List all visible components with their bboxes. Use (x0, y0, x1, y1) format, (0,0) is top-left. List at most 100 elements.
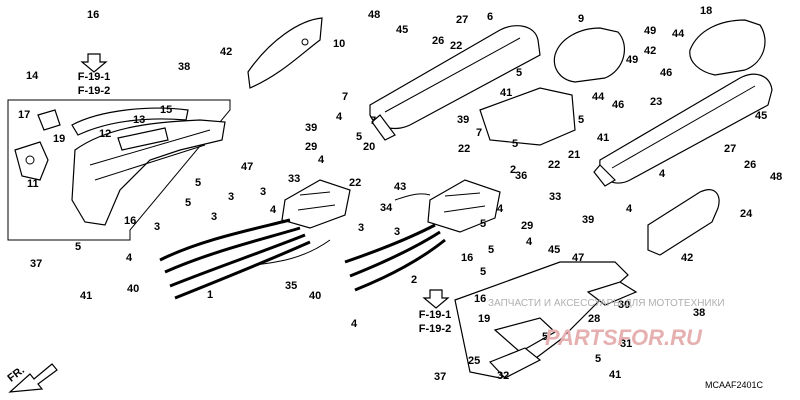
part-callout: 4 (126, 252, 133, 264)
part-callout: 49 (626, 54, 638, 66)
part-callout: 7 (370, 115, 376, 127)
part-callout: 26 (744, 159, 756, 171)
part-callout: 45 (396, 24, 408, 36)
heat-shield-center (479, 87, 576, 146)
part-callout: 48 (368, 9, 380, 21)
part-callout: 21 (568, 149, 580, 161)
part-callout: 15 (160, 104, 172, 116)
part-callout: 33 (549, 191, 561, 203)
section-reference: F-19-1 (419, 309, 451, 321)
part-callout: 36 (515, 170, 527, 182)
part-callout: 46 (612, 99, 624, 111)
part-callout: 41 (500, 87, 512, 99)
part-callout: 34 (380, 202, 393, 214)
reference-labels: F-19-1F-19-2F-19-1F-19-2 (78, 71, 451, 335)
part-callout: 23 (650, 96, 662, 108)
part-callout: 16 (124, 215, 136, 227)
end-cap-9 (553, 27, 626, 83)
part-callout: 37 (434, 371, 446, 383)
section-reference: F-19-1 (78, 71, 110, 83)
part-callout: 47 (572, 252, 584, 264)
part-callout: 5 (516, 67, 522, 79)
part-callout: 37 (30, 258, 42, 270)
left-bracket (14, 141, 49, 181)
part-callout: 48 (770, 171, 782, 183)
part-callout: 33 (288, 173, 300, 185)
part-callout: 38 (693, 307, 705, 319)
part-callout: 4 (626, 203, 633, 215)
part-callout: 39 (457, 114, 469, 126)
part-callout: 5 (480, 266, 486, 278)
part-callout: 40 (127, 283, 139, 295)
part-callout: 5 (75, 241, 81, 253)
part-callout: 4 (526, 236, 533, 248)
watermark-line: ЗАПЧАСТИ И АКСЕССУАРЫ ДЛЯ МОТОТЕХНИКИ (488, 298, 725, 309)
part-callout: 42 (681, 252, 693, 264)
part-callout: 45 (755, 110, 767, 122)
part-callout: 4 (336, 111, 343, 123)
part-callout: 41 (609, 369, 621, 381)
part-callout: 5 (195, 177, 201, 189)
section-reference: F-19-2 (78, 85, 110, 97)
o2-sensor-wire (254, 193, 431, 266)
part-callout: 46 (660, 67, 672, 79)
part-callout: 6 (487, 11, 493, 23)
ref-arrow-top (80, 53, 108, 73)
part-callout: 2 (510, 164, 516, 176)
part-callout: 42 (644, 45, 656, 57)
part-callout: 24 (740, 208, 753, 220)
heat-shield-24 (647, 189, 720, 256)
part-callout: 30 (618, 299, 630, 311)
part-callout: 4 (497, 203, 504, 215)
left-panel-frame (7, 99, 231, 241)
part-callout: 39 (582, 214, 594, 226)
part-callout: 25 (468, 355, 480, 367)
section-reference: F-19-2 (419, 323, 451, 335)
pipe-15 (71, 107, 189, 136)
part-callout: 16 (461, 252, 473, 264)
part-callout: 11 (27, 178, 39, 190)
part-callout: 22 (450, 40, 462, 52)
part-callout: 4 (659, 168, 666, 180)
watermark-logo: PARTSFOR.RU (545, 325, 703, 350)
part-callout: 3 (228, 191, 234, 203)
part-callout: 29 (305, 141, 317, 153)
part-callout: 16 (87, 9, 99, 21)
part-callout: 35 (285, 280, 297, 292)
front-direction-arrow (8, 363, 58, 393)
part-callout: 5 (185, 197, 191, 209)
part-callout: 5 (595, 353, 601, 365)
part-callout: 19 (53, 133, 65, 145)
left-heat-guard (71, 119, 226, 226)
muffler-left (369, 25, 541, 141)
part-callout: 43 (394, 181, 406, 193)
heat-shield-10 (247, 17, 323, 89)
part-callout: 5 (542, 331, 548, 343)
part-callout: 16 (474, 293, 486, 305)
pipe-13 (117, 127, 169, 151)
catalyst-right (427, 179, 501, 233)
part-callout: 20 (363, 141, 375, 153)
exhaust-pipe-2 (344, 223, 446, 292)
part-callout: 49 (644, 25, 656, 37)
part-callout: 3 (154, 221, 160, 233)
part-callout: 27 (724, 143, 736, 155)
clamp-17 (37, 109, 61, 131)
part-callout: 42 (220, 46, 232, 58)
part-callout: 29 (521, 220, 533, 232)
part-callout: 5 (356, 131, 362, 143)
part-callout: 40 (309, 290, 321, 302)
rear-bracket-assembly (454, 261, 638, 379)
part-callout: 17 (18, 109, 30, 121)
part-callout: 3 (358, 222, 364, 234)
part-callout: 5 (480, 218, 486, 230)
part-callout: 5 (488, 244, 494, 256)
part-callout: 2 (411, 274, 417, 286)
part-callout: 44 (592, 91, 605, 103)
part-callout: 26 (432, 35, 444, 47)
part-callout: 41 (80, 290, 92, 302)
part-callout: 4 (270, 204, 277, 216)
part-callout: 39 (305, 122, 317, 134)
part-callout: 7 (476, 127, 482, 139)
